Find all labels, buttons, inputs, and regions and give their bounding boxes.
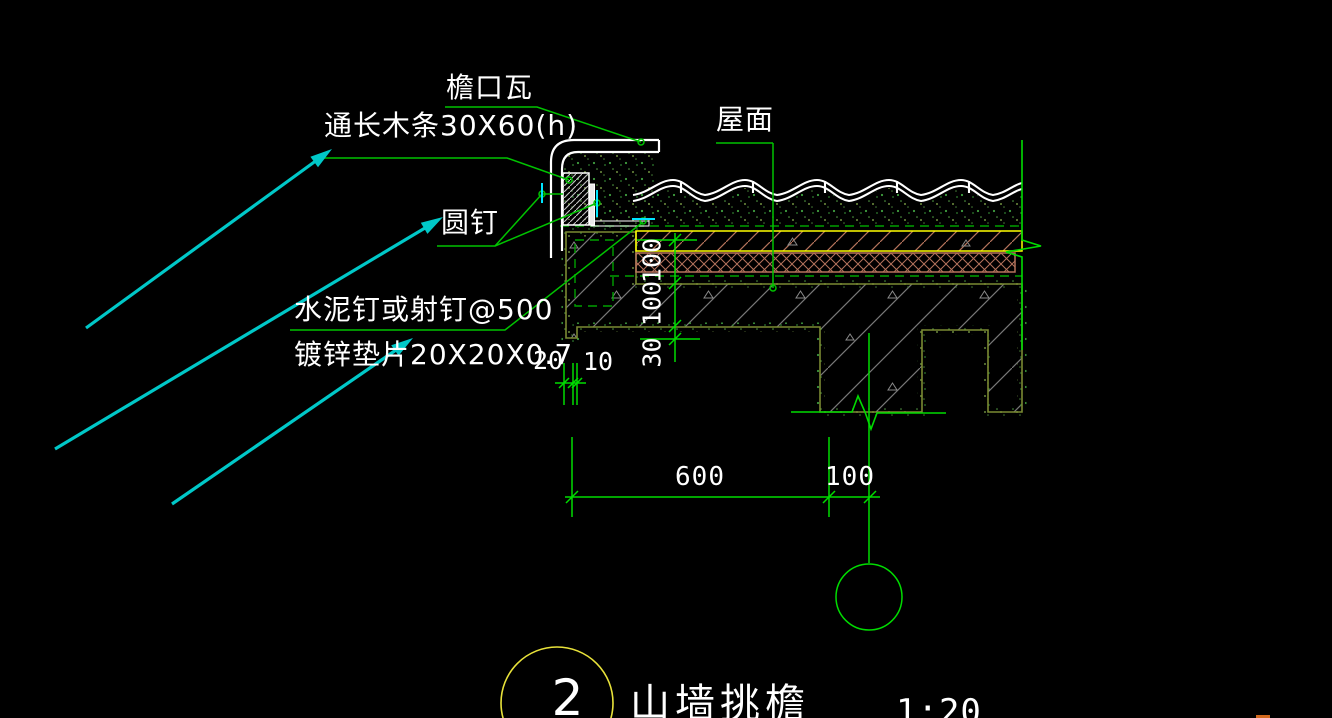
grid-bubble — [835, 563, 903, 631]
dimension-layers — [637, 233, 700, 362]
label-eave-tile: 檐口瓦 — [446, 71, 534, 104]
dim-30: 30 — [637, 337, 667, 368]
arrow-to-round-nail-label — [54, 217, 443, 451]
leader-lines — [290, 106, 777, 331]
dim-10: 10 — [583, 347, 614, 376]
break-lines — [791, 140, 1042, 432]
arrow-to-wood-strip-label — [85, 149, 332, 330]
dim-100-plan: 100 — [825, 462, 875, 492]
roof-tile-wave — [632, 178, 1023, 203]
insulation-layer — [635, 252, 1016, 273]
detail-number: 2 — [551, 669, 585, 718]
grid-centerline — [835, 333, 903, 631]
eave-tile-profile — [549, 138, 661, 258]
detail-scale: 1:20 — [896, 692, 982, 718]
detail-number-bubble — [500, 646, 614, 718]
label-wood-strip: 通长木条30X60(h) — [324, 109, 579, 142]
concrete-slab — [561, 227, 1027, 417]
dimension-600-100 — [565, 437, 880, 517]
markup-arrows — [54, 149, 443, 506]
screen-artifact — [1256, 715, 1270, 718]
dimension-20-10 — [555, 363, 586, 405]
label-galvanized-washer: 镀锌垫片20X20X0.7 — [294, 338, 574, 371]
dim-600: 600 — [675, 462, 725, 492]
screed-layer — [635, 230, 1023, 252]
label-roof-surface: 屋面 — [716, 103, 775, 136]
label-round-nail: 圆钉 — [441, 206, 500, 239]
arrow-to-washer-label — [171, 338, 413, 506]
dim-20: 20 — [533, 346, 564, 375]
label-cement-nail: 水泥钉或射钉@500 — [294, 293, 554, 326]
nail-tick-marks — [541, 183, 655, 220]
detail-title: 山墙挑檐 — [630, 681, 810, 718]
